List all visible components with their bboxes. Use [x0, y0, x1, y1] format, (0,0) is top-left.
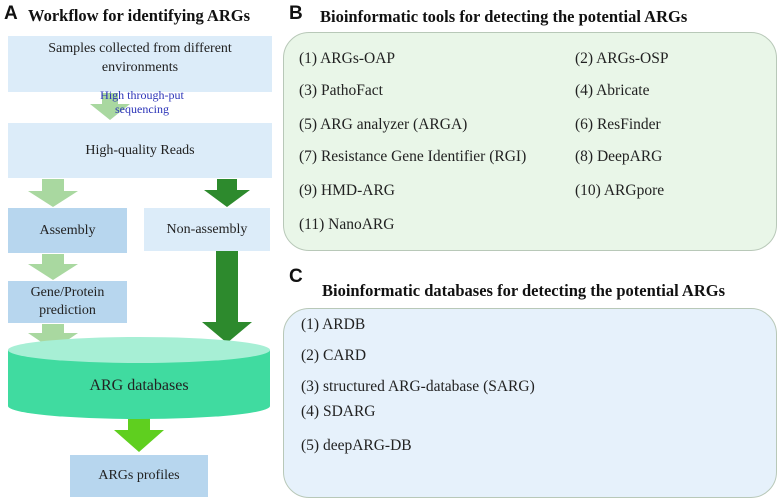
tool-item: (10) ARGpore	[575, 182, 665, 199]
panel-a-letter: A	[4, 3, 18, 24]
tool-item: (7) Resistance Gene Identifier (RGI)	[299, 148, 527, 165]
arrow-samples-to-reads	[90, 93, 130, 120]
tool-item: (3) PathoFact	[299, 82, 383, 99]
arg-databases-cylinder	[8, 337, 270, 419]
arrow-db-to-profiles	[114, 416, 164, 452]
panel-c-title: Bioinformatic databases for detecting th…	[322, 281, 726, 300]
arrow-assembly-to-prediction	[28, 254, 78, 280]
arg-databases-label: ARG databases	[89, 377, 189, 394]
samples-box: Samples collected from different environ…	[8, 36, 272, 92]
panel-b-letter: B	[289, 3, 303, 24]
tool-item: (8) DeepARG	[575, 148, 663, 165]
prediction-box: Gene/Protein prediction	[8, 281, 127, 323]
sequencing-label: High through-put sequencing	[100, 88, 184, 116]
database-item: (4) SDARG	[301, 403, 376, 420]
arrow-reads-to-nonassembly	[204, 179, 250, 207]
panel-b-box	[283, 32, 777, 251]
panel-c-box	[283, 308, 777, 498]
arrow-nonassembly-to-db	[202, 251, 252, 343]
tool-item: (9) HMD-ARG	[299, 182, 396, 199]
tool-item: (6) ResFinder	[575, 116, 661, 133]
database-item: (5) deepARG-DB	[301, 437, 412, 454]
arrow-prediction-to-db	[28, 324, 78, 350]
panel-b-title: Bioinformatic tools for detecting the po…	[320, 7, 688, 26]
database-item: (2) CARD	[301, 347, 367, 364]
arrow-reads-to-assembly	[28, 179, 78, 207]
database-item: (1) ARDB	[301, 316, 366, 333]
panel-c-letter: C	[289, 266, 303, 287]
tool-item: (1) ARGs-OAP	[299, 50, 396, 67]
profiles-box: ARGs profiles	[70, 455, 208, 497]
tool-item: (4) Abricate	[575, 82, 650, 99]
reads-box: High-quality Reads	[8, 123, 272, 178]
tool-item: (5) ARG analyzer (ARGA)	[299, 116, 468, 133]
assembly-box: Assembly	[8, 208, 127, 253]
database-item: (3) structured ARG-database (SARG)	[301, 378, 535, 395]
tool-item: (11) NanoARG	[299, 216, 395, 233]
non-assembly-box: Non-assembly	[144, 208, 270, 251]
tool-item: (2) ARGs-OSP	[575, 50, 669, 67]
panel-a-title: Workflow for identifying ARGs	[28, 6, 251, 25]
